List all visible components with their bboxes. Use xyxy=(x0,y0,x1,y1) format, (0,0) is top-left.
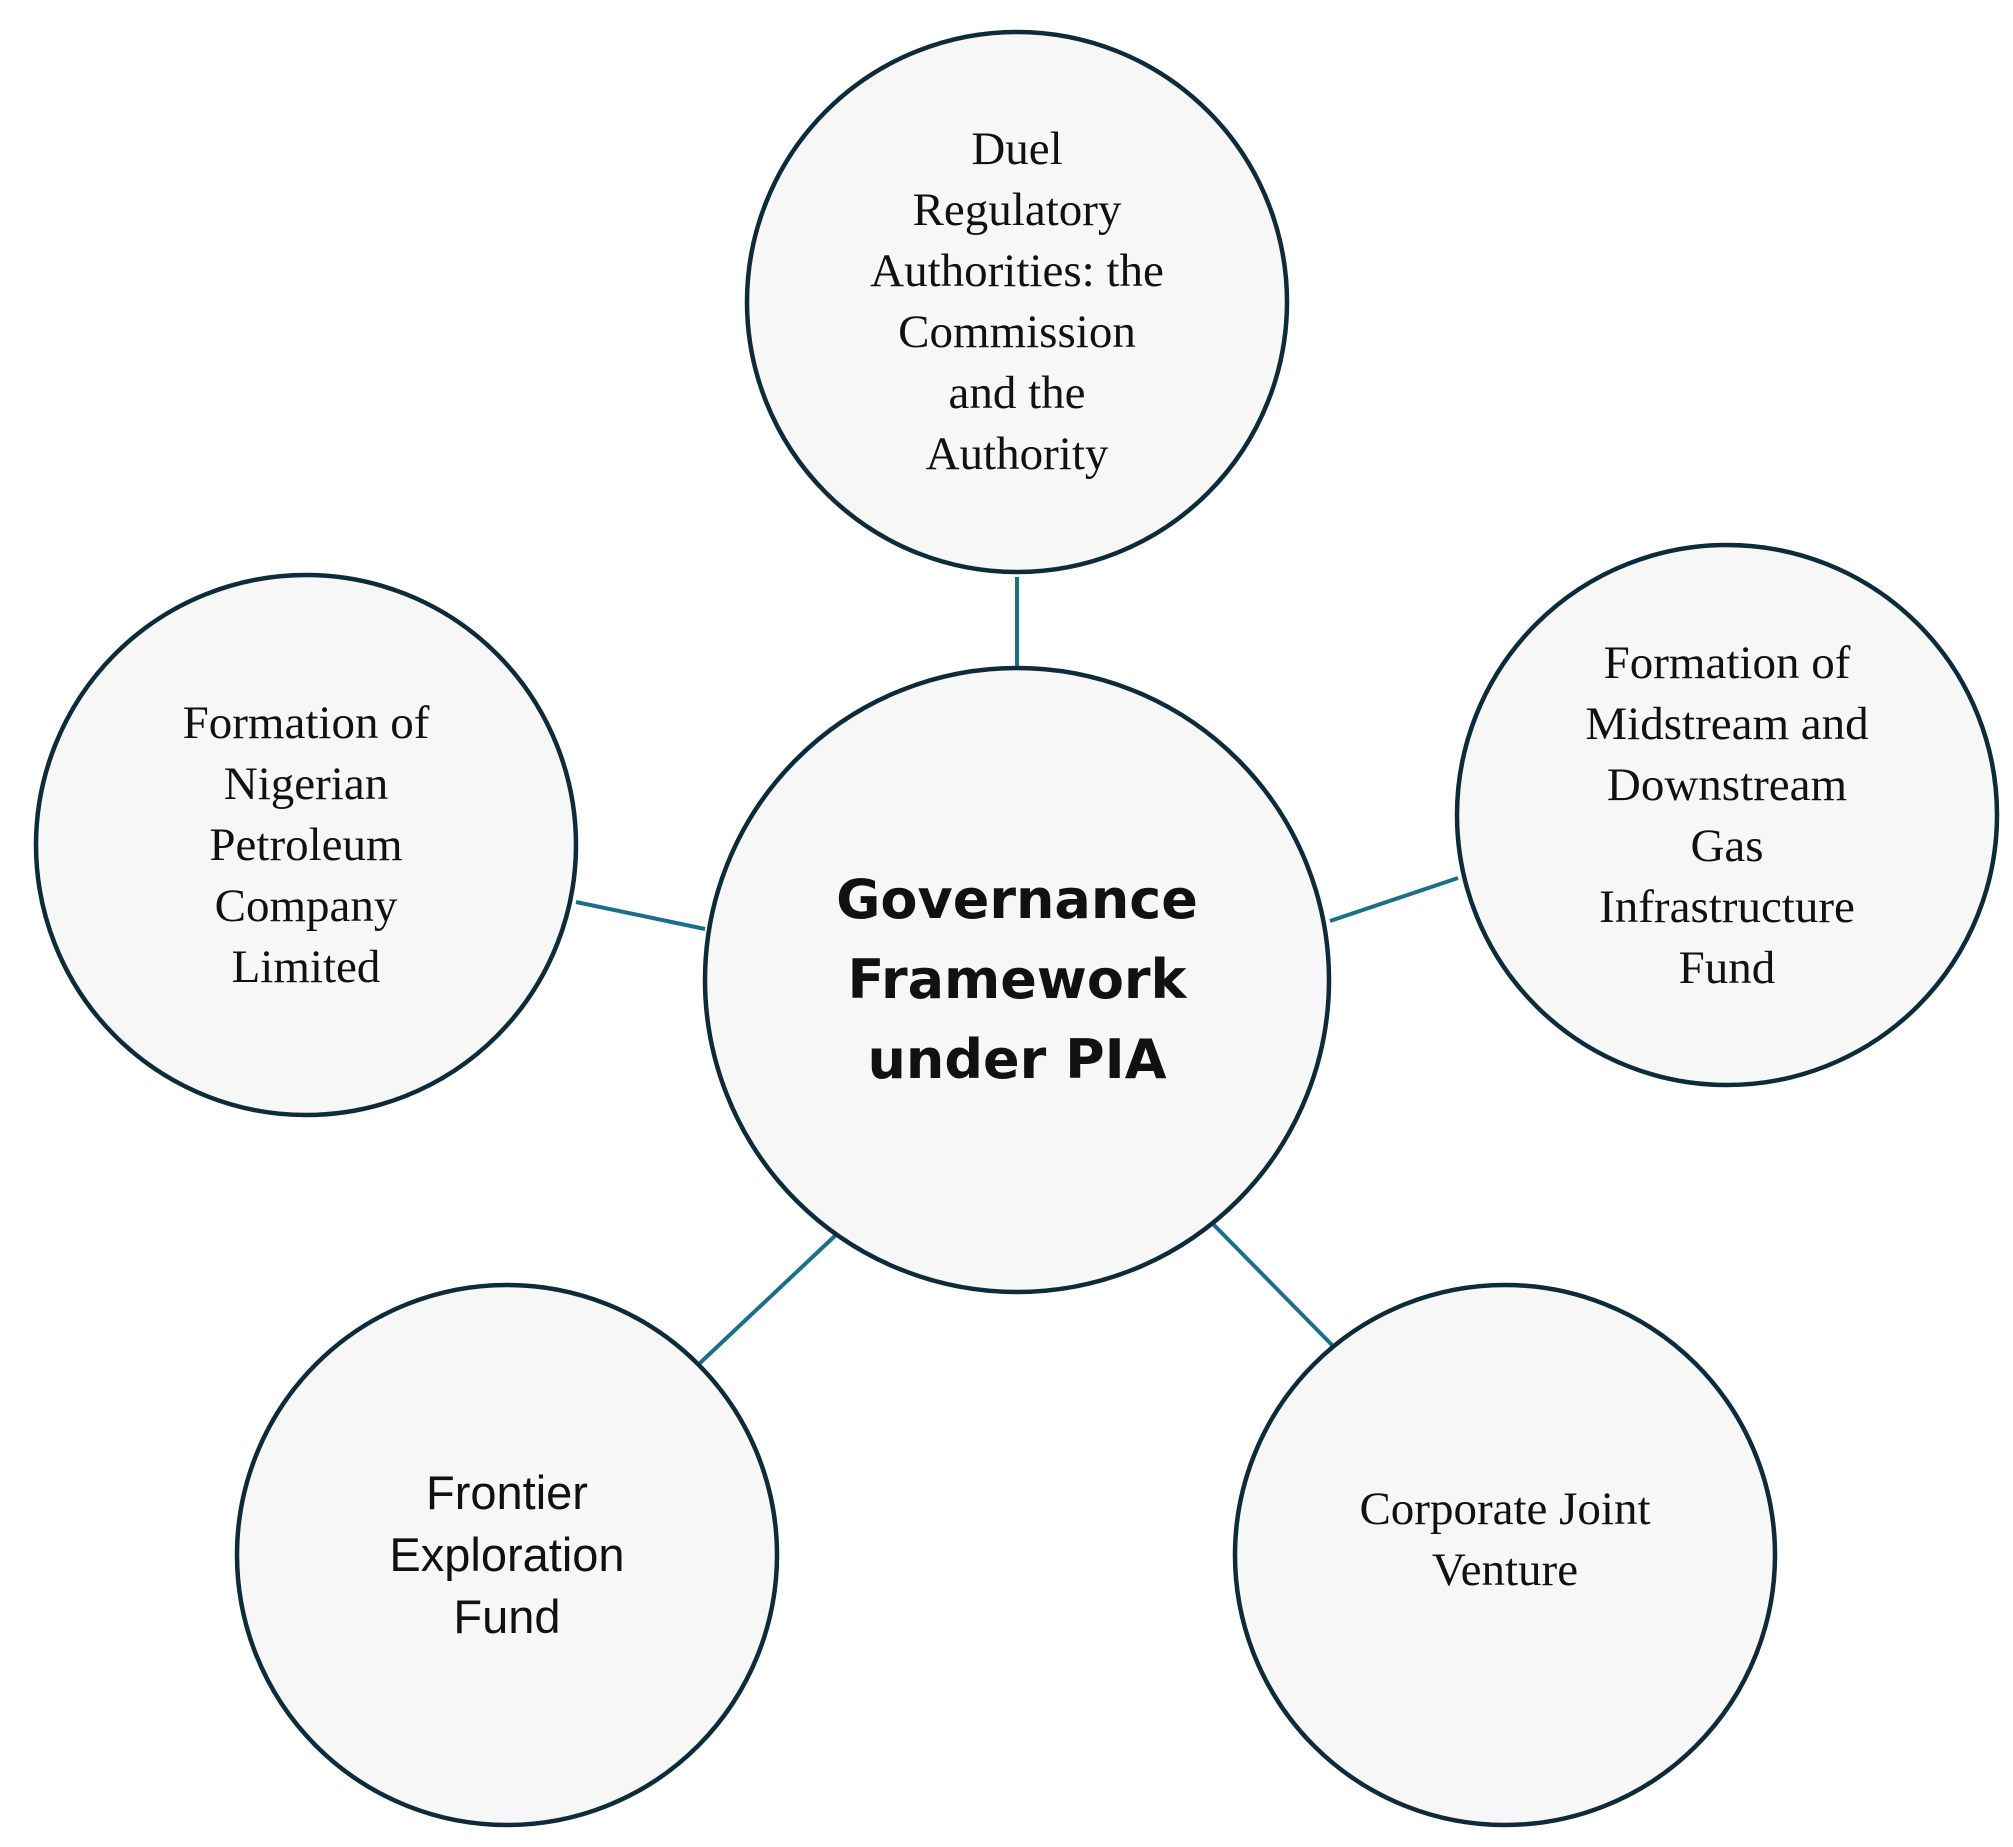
center-circle xyxy=(702,665,1332,1295)
frontier-label: Frontier Exploration Fund xyxy=(389,1466,625,1643)
connector-gas-fund xyxy=(1329,876,1459,923)
gas-fund-circle xyxy=(1454,542,2000,1088)
cjv-label: Corporate Joint Venture xyxy=(1359,1483,1651,1596)
frontier-circle xyxy=(234,1282,780,1828)
connector-cjv xyxy=(1211,1222,1335,1348)
connector-frontier xyxy=(698,1231,840,1365)
regulatory-circle xyxy=(744,29,1290,575)
nnpc-circle xyxy=(33,572,579,1118)
cjv-circle xyxy=(1232,1282,1778,1828)
regulatory-label: Duel Regulatory Authorities: the Commiss… xyxy=(870,123,1164,480)
nnpc-label: Formation of Nigerian Petroleum Company … xyxy=(182,696,430,993)
gas-fund-label: Formation of Midstream and Downstream Ga… xyxy=(1585,637,1869,994)
center-label: Governance Framework under PIA xyxy=(836,868,1198,1091)
connector-nnpc xyxy=(575,900,706,931)
